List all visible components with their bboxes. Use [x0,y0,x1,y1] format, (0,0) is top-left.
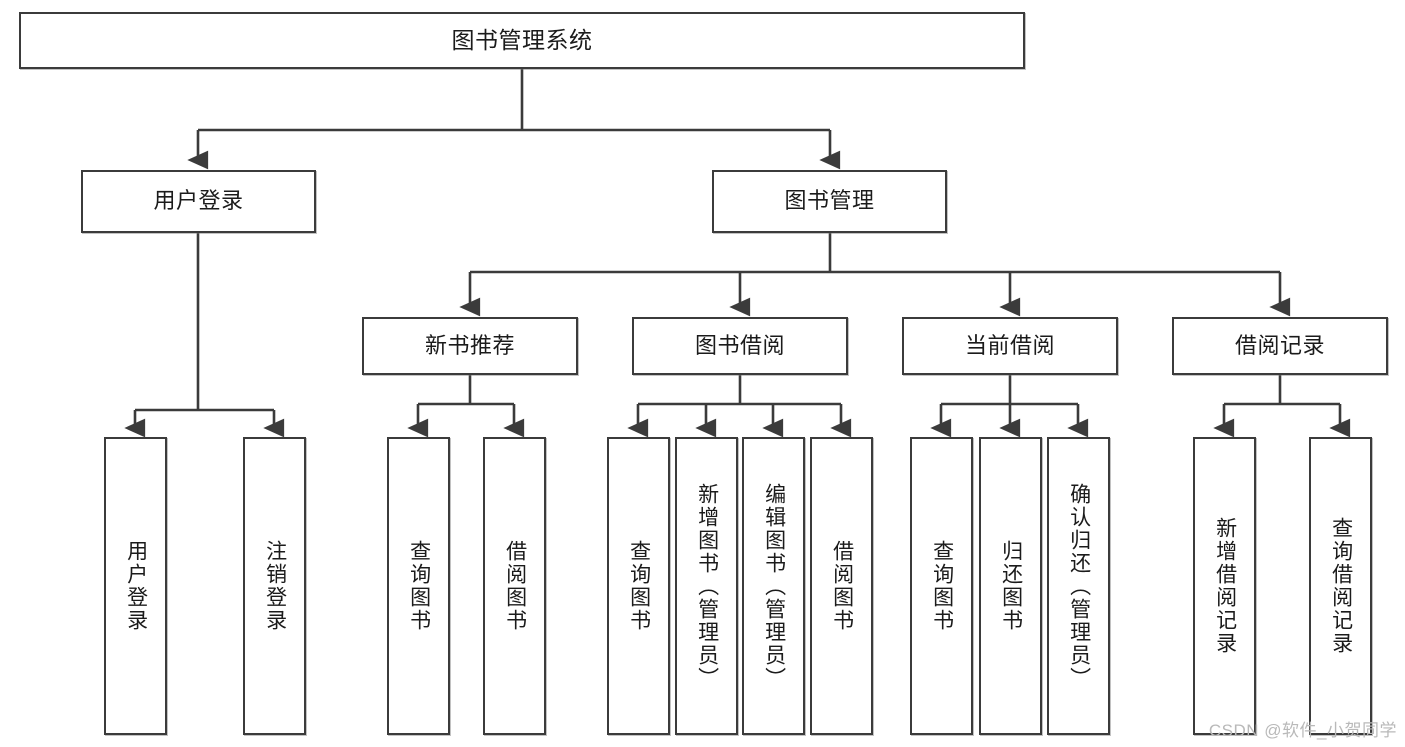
node-label: 编辑图书（管理员） [762,482,786,690]
node-label: 归还图书 [999,540,1023,632]
leaf-current-borrow-return-book[interactable]: 归还图书 [979,437,1042,735]
leaf-book-borrow-edit-book-admin[interactable]: 编辑图书（管理员） [742,437,805,735]
node-book-borrow[interactable]: 图书借阅 [632,317,848,375]
node-label: 新增借阅记录 [1213,517,1237,655]
node-new-book-recommend[interactable]: 新书推荐 [362,317,578,375]
node-label: 查询图书 [930,540,954,632]
leaf-user-login-logout[interactable]: 注销登录 [243,437,306,735]
leaf-new-book-borrow-book[interactable]: 借阅图书 [483,437,546,735]
node-label: 当前借阅 [964,332,1055,358]
node-book-management[interactable]: 图书管理 [712,170,947,233]
node-label: 新增图书（管理员） [695,482,719,690]
node-label: 新书推荐 [424,332,515,358]
node-label: 查询图书 [627,540,651,632]
node-label: 用户登录 [153,188,244,214]
leaf-new-book-query-book[interactable]: 查询图书 [387,437,450,735]
node-label: 查询借阅记录 [1329,517,1353,655]
node-label: 借阅图书 [830,540,854,632]
node-label: 借阅记录 [1234,332,1325,358]
node-label: 注销登录 [263,540,287,632]
node-label: 图书管理 [784,188,875,214]
leaf-current-borrow-query-book[interactable]: 查询图书 [910,437,973,735]
node-label: 图书借阅 [694,332,785,358]
node-label: 借阅图书 [503,540,527,632]
node-label: 查询图书 [407,540,431,632]
leaf-borrow-record-add-record[interactable]: 新增借阅记录 [1193,437,1256,735]
leaf-user-login-login[interactable]: 用户登录 [104,437,167,735]
node-label: 用户登录 [124,540,148,632]
leaf-book-borrow-query-book[interactable]: 查询图书 [607,437,670,735]
node-label: 确认归还（管理员） [1067,482,1091,690]
node-label: 图书管理系统 [451,26,593,53]
node-current-borrow[interactable]: 当前借阅 [902,317,1118,375]
node-borrow-record[interactable]: 借阅记录 [1172,317,1388,375]
leaf-book-borrow-borrow-book[interactable]: 借阅图书 [810,437,873,735]
leaf-borrow-record-query-record[interactable]: 查询借阅记录 [1309,437,1372,735]
csdn-watermark: CSDN @软件_小贺同学 [1208,721,1397,740]
leaf-book-borrow-add-book-admin[interactable]: 新增图书（管理员） [675,437,738,735]
leaf-current-borrow-confirm-return-admin[interactable]: 确认归还（管理员） [1047,437,1110,735]
node-user-login[interactable]: 用户登录 [81,170,316,233]
node-root-book-management-system[interactable]: 图书管理系统 [19,12,1025,69]
